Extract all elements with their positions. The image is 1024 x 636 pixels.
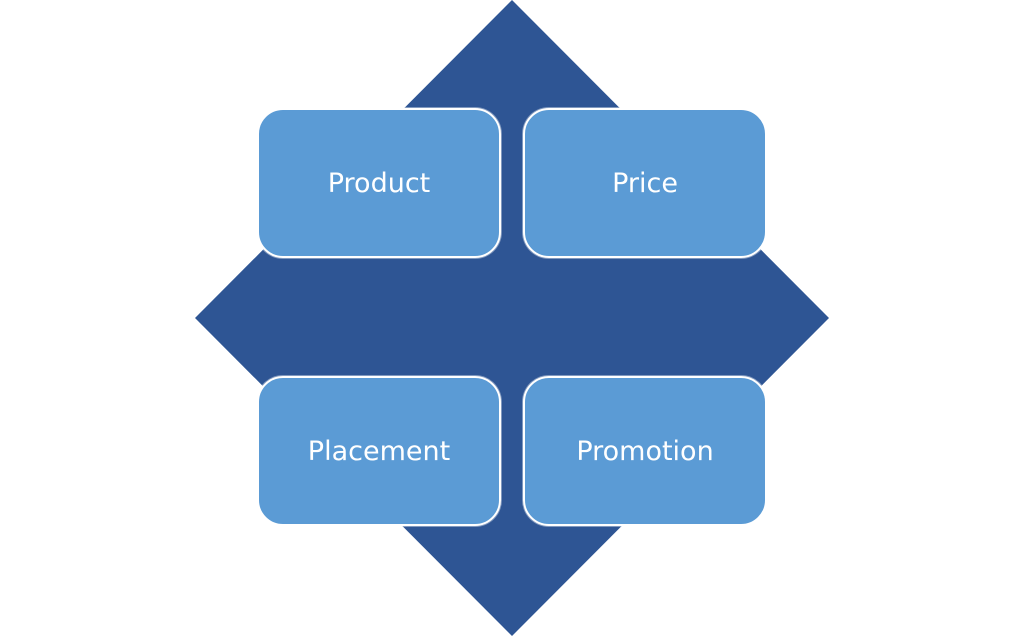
box-price-label: Price bbox=[612, 167, 678, 199]
box-promotion: Promotion bbox=[523, 376, 767, 526]
box-placement: Placement bbox=[257, 376, 501, 526]
box-price: Price bbox=[523, 108, 767, 258]
box-product: Product bbox=[257, 108, 501, 258]
box-promotion-label: Promotion bbox=[576, 435, 714, 467]
box-product-label: Product bbox=[327, 167, 431, 199]
box-placement-label: Placement bbox=[307, 435, 451, 467]
diamond-shape bbox=[195, 0, 829, 636]
